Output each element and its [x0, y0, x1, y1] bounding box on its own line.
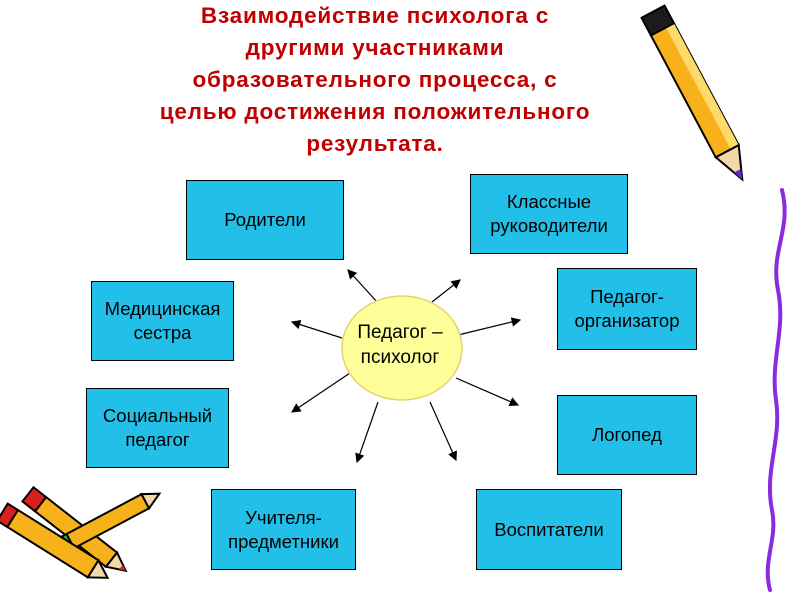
title-line-1: Взаимодействие психолога с: [200, 3, 550, 28]
purple-squiggle-line: [765, 188, 787, 592]
center-label: Педагог – психолог: [357, 322, 443, 368]
connector-arrows: [290, 269, 522, 464]
arrow-to-nurse: [290, 319, 343, 339]
box-organizer: Педагог- организатор: [557, 268, 697, 350]
box-speech-therapist-label: Логопед: [592, 424, 662, 445]
pencil-top-right-icon: [640, 4, 744, 182]
arrow-to-organizer: [457, 317, 522, 336]
arrow-to-subject-teachers: [355, 401, 379, 464]
arrow-to-top-right: [431, 279, 461, 303]
box-class-teachers-label: Классные руководители: [490, 191, 608, 236]
arrow-to-speech-therapist: [455, 377, 520, 407]
box-organizer-label: Педагог- организатор: [574, 286, 680, 331]
box-social-pedagogue: Социальный педагог: [86, 388, 229, 468]
box-subject-teachers: Учителя- предметники: [211, 489, 356, 570]
box-parents: Родители: [186, 180, 344, 260]
slide-title: Взаимодействие психолога с другими участ…: [40, 0, 710, 160]
title-line-2: другими участниками: [245, 35, 505, 60]
box-speech-therapist: Логопед: [557, 395, 697, 475]
box-parents-label: Родители: [224, 209, 306, 230]
pencils-bottom-left-icon: [0, 485, 162, 579]
title-line-3: образовательного процесса, с: [192, 67, 558, 92]
box-class-teachers: Классные руководители: [470, 174, 628, 254]
center-ellipse: [341, 295, 463, 401]
box-nurse-label: Медицинская сестра: [104, 298, 221, 343]
arrow-to-educators: [429, 401, 457, 462]
box-social-pedagogue-label: Социальный педагог: [102, 405, 213, 450]
box-subject-teachers-label: Учителя- предметники: [228, 506, 339, 552]
arrow-to-top-left: [347, 269, 379, 304]
box-educators-label: Воспитатели: [494, 518, 604, 540]
box-educators: Воспитатели: [476, 489, 622, 570]
box-nurse: Медицинская сестра: [91, 281, 234, 361]
arrow-to-social-pedagogue: [291, 372, 351, 413]
title-line-4: целью достижения положительного: [159, 99, 591, 124]
title-line-5: результата.: [306, 131, 444, 156]
